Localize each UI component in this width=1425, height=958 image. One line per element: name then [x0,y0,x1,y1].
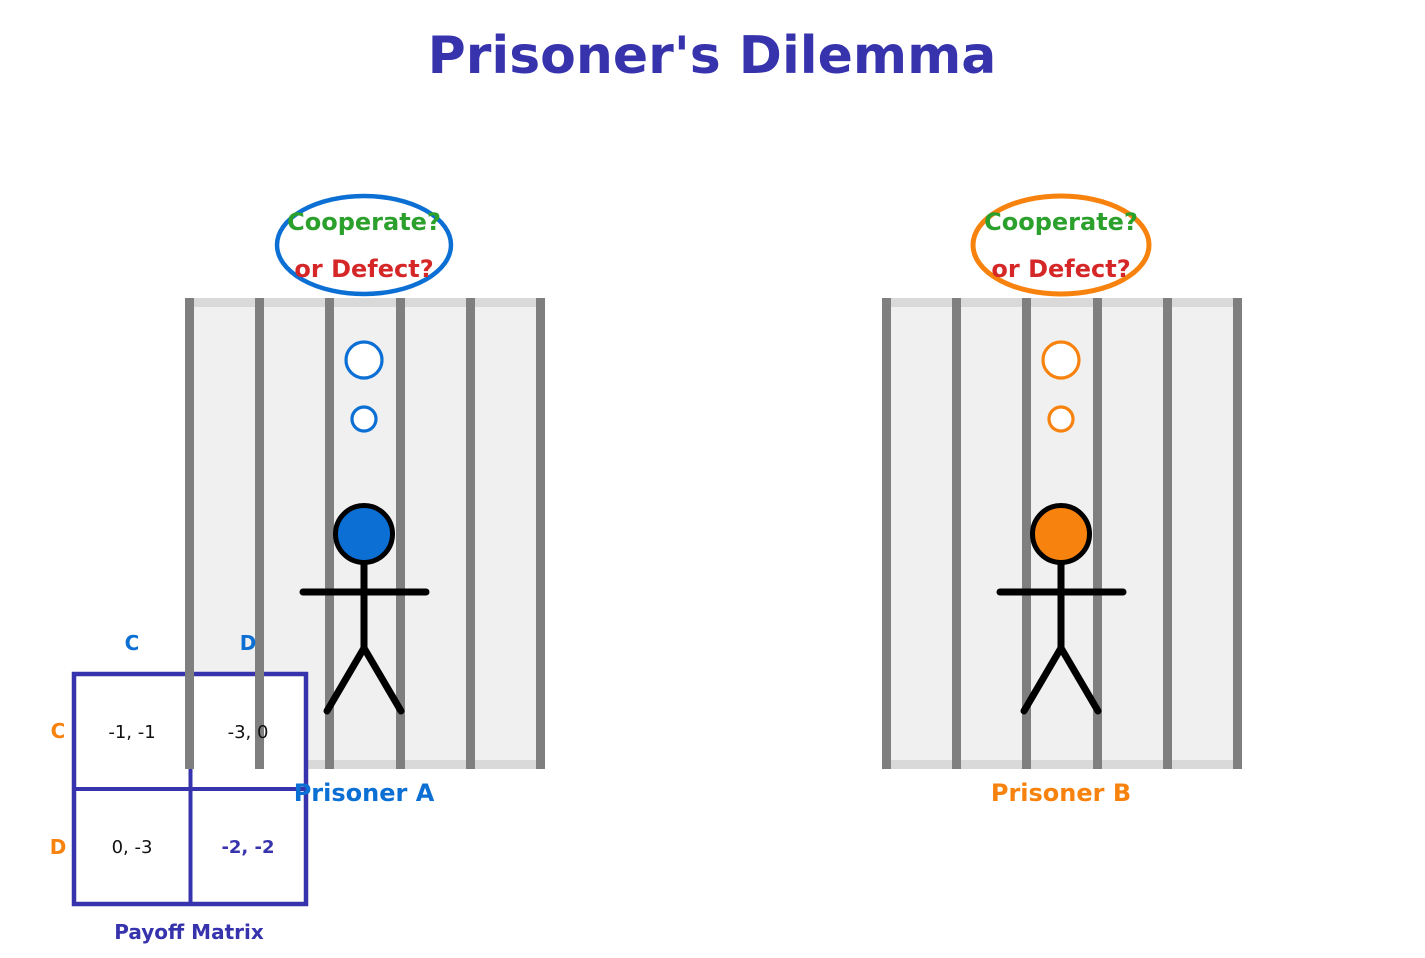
cell-bar [185,298,194,769]
jail-bars-b [882,298,1242,769]
thought-trail-dot-large [1041,340,1081,380]
cell-bar [882,298,891,769]
figure-leg-right [1057,644,1102,715]
cell-bar [466,298,475,769]
prisoner-a-label: Prisoner A [294,779,435,807]
matrix-col-header-d: D [240,631,257,655]
cell-bar [325,298,334,769]
cooperate-text-b: Cooperate? [984,208,1138,236]
matrix-caption: Payoff Matrix [114,920,264,944]
matrix-cell-dd: -2, -2 [221,837,274,858]
figure-head [1030,503,1092,565]
thought-trail-dot-small [1047,405,1075,433]
figure-leg-left [323,644,368,715]
matrix-cell-cc: -1, -1 [108,722,155,743]
cell-bar [255,298,264,769]
stick-figure-a [299,503,430,715]
figure-leg-right [360,644,405,715]
figure-head [333,503,395,565]
payoff-matrix-labels: C D C D -1, -1 -3, 0 0, -3 -2, -2 Payoff… [50,631,275,944]
stick-figure-b [996,503,1127,715]
page-title: Prisoner's Dilemma [428,26,997,86]
prisoner-b-label: Prisoner B [991,779,1131,807]
matrix-col-header-c: C [125,631,140,655]
cell-bar [536,298,545,769]
jail-bars-a [185,298,545,769]
cell-bar [952,298,961,769]
cell-b-top-rail [882,298,1242,307]
defect-text-a: or Defect? [294,255,433,283]
thought-bubble-b: Cooperate? or Defect? [970,193,1152,433]
cell-bar [1022,298,1031,769]
cell-bar [396,298,405,769]
cell-bar [1093,298,1102,769]
cooperate-text-a: Cooperate? [287,208,441,236]
matrix-row-header-c: C [51,719,66,743]
defect-text-b: or Defect? [991,255,1130,283]
thought-bubble-a: Cooperate? or Defect? [274,193,454,433]
thought-trail-dot-small [350,405,378,433]
thought-bubble-ellipse [970,193,1152,297]
matrix-cell-dc: 0, -3 [112,837,153,858]
cell-b-bottom-rail [882,760,1242,769]
thought-bubble-ellipse [274,193,454,297]
thought-trail-dot-large [344,340,384,380]
cell-a-top-rail [185,298,545,307]
cell-bar [1163,298,1172,769]
matrix-row-header-d: D [50,835,67,859]
figure-leg-left [1020,644,1065,715]
matrix-cell-cd: -3, 0 [228,722,269,743]
cell-a-bottom-rail [185,760,545,769]
cell-bar [1233,298,1242,769]
